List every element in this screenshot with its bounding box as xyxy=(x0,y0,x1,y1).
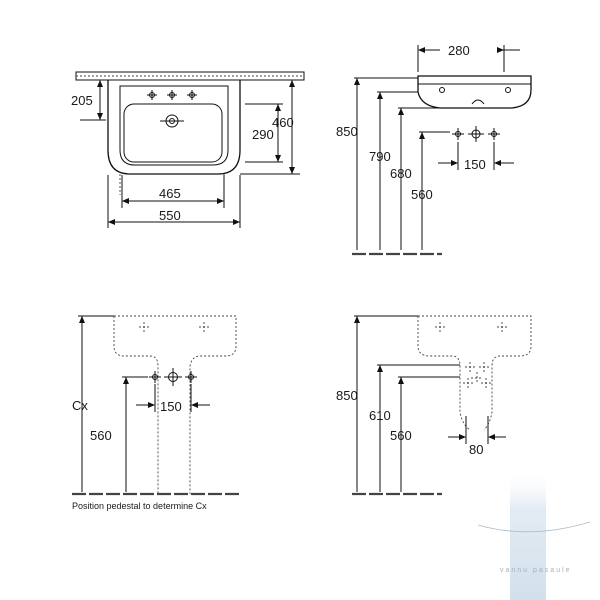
dim-560: 560 xyxy=(411,187,433,202)
dim-610: 610 xyxy=(369,408,391,423)
watermark: vannu pasaule xyxy=(477,470,591,600)
dim-280: 280 xyxy=(448,43,470,58)
dim-465: 465 xyxy=(159,186,181,201)
front-basin-outline xyxy=(113,315,237,494)
tap-holes xyxy=(147,90,197,100)
side-view-bottom: 850 610 560 80 xyxy=(336,315,532,496)
basin-inner xyxy=(119,85,229,166)
dim-460: 460 xyxy=(272,115,294,130)
dim-80: 80 xyxy=(469,442,483,457)
basin-bowl xyxy=(123,103,223,163)
front-tap-marks xyxy=(139,322,209,332)
side-basin-outline xyxy=(417,75,532,109)
watermark-swoosh xyxy=(477,521,591,533)
dim-790: 790 xyxy=(369,149,391,164)
side-bottom-tap-marks xyxy=(435,322,507,332)
dim-680: 680 xyxy=(390,166,412,181)
side-bottom-fittings xyxy=(463,362,491,388)
front-note: Position pedestal to determine Cx xyxy=(72,501,207,511)
watermark-bar xyxy=(510,470,546,600)
dim-560-bottom: 560 xyxy=(390,428,412,443)
dim-560-front: 560 xyxy=(90,428,112,443)
side-bottom-basin-outline xyxy=(417,315,532,431)
plan-view: 205 290 460 465 550 xyxy=(71,71,305,228)
dim-150-top: 150 xyxy=(464,157,486,172)
wall-fittings xyxy=(452,126,500,142)
dim-550: 550 xyxy=(159,208,181,223)
watermark-text: vannu pasaule xyxy=(500,567,572,574)
basin-outline xyxy=(107,80,241,175)
dim-850: 850 xyxy=(336,124,358,139)
dim-cx: Cx xyxy=(72,398,88,413)
dim-850-bottom: 850 xyxy=(336,388,358,403)
dim-150-front: 150 xyxy=(160,399,182,414)
side-view-top: 280 850 790 680 560 xyxy=(336,43,532,256)
front-fittings xyxy=(149,368,197,386)
dim-205: 205 xyxy=(71,93,93,108)
dim-290: 290 xyxy=(252,127,274,142)
front-view: Cx 560 150 Position pedestal to determin… xyxy=(72,315,240,511)
